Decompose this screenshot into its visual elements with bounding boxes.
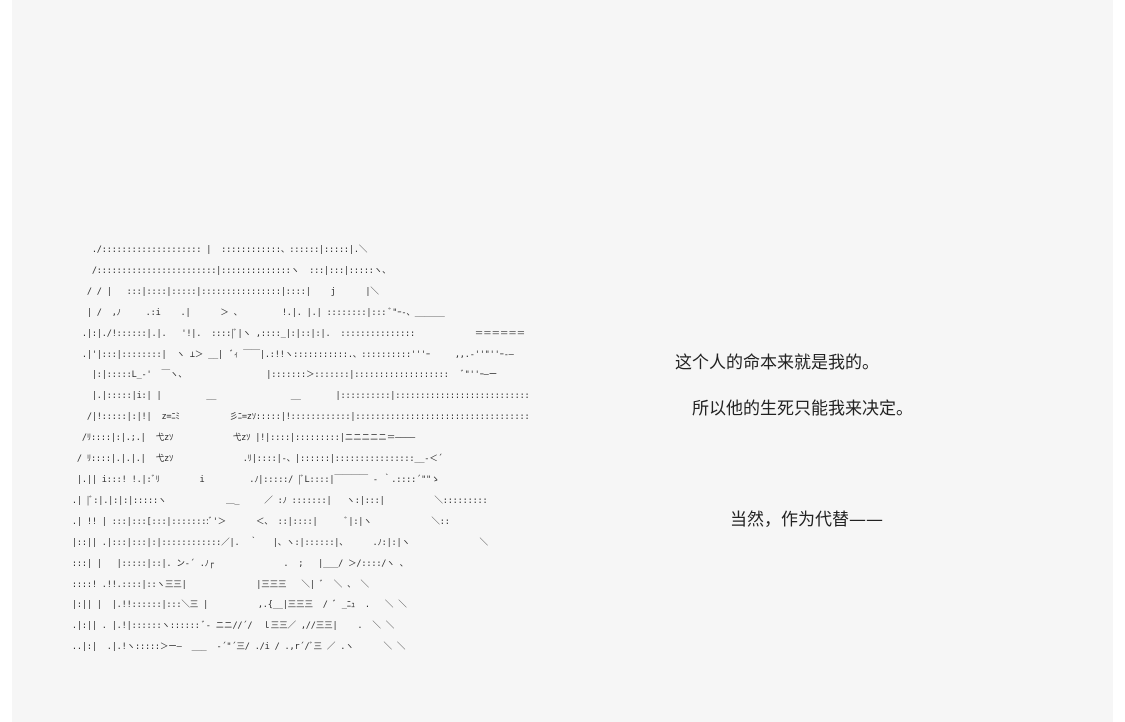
dialogue-line-1: 这个人的命本来就是我的。	[675, 353, 879, 373]
dialogue-line-3: 当然，作为代替——	[730, 510, 883, 530]
page-canvas	[12, 0, 1113, 722]
dialogue-line-2: 所以他的生死只能我来决定。	[692, 399, 913, 419]
ascii-art-illustration: ./:::::::::::::::::::: | ::::::::::::、::…	[71, 245, 530, 653]
